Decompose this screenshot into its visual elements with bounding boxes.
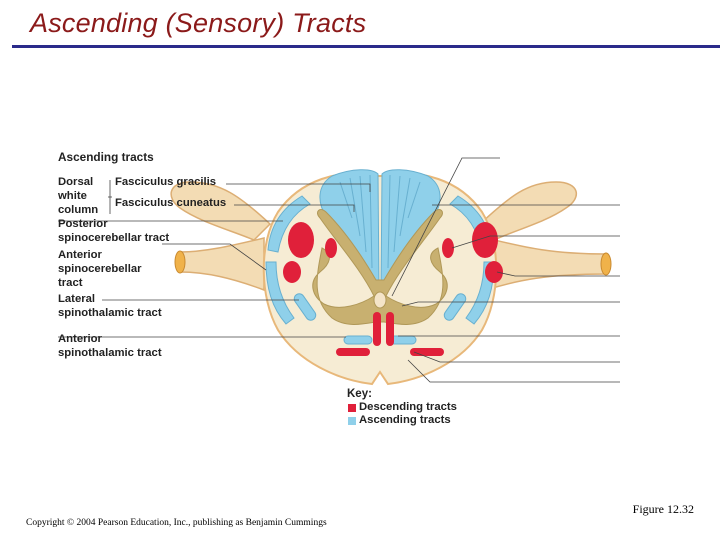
label-dorsal: Dorsal (58, 176, 94, 188)
label-lateral: Lateral (58, 293, 96, 305)
label-column: column (58, 204, 99, 216)
slide-title: Ascending (Sensory) Tracts (30, 8, 367, 38)
left-anterior-corticospinal (373, 312, 381, 346)
ascending-tracts-heading: Ascending tracts (58, 150, 154, 164)
right-vestibulospinal (442, 238, 454, 258)
right-anterior-corticospinal (386, 312, 394, 346)
left-tectospinal (336, 348, 370, 356)
right-lateral-spinothalamic (443, 293, 467, 321)
dorsal-column-striations (339, 174, 421, 269)
left-anterior-spinocerebellar (265, 261, 295, 325)
key-descending-label: Descending tracts (359, 401, 457, 413)
label-posterior: Posterior (58, 218, 108, 230)
right-leader-lines (391, 157, 620, 383)
gray-matter (312, 209, 448, 325)
label-tract: tract (58, 277, 83, 289)
left-vestibulospinal (325, 238, 337, 258)
left-anterior-spinothalamic (343, 335, 373, 345)
figure-label: Figure 12.32 (632, 502, 694, 516)
right-lateral-corticospinal (472, 222, 498, 258)
left-lateral-corticospinal (288, 222, 314, 258)
left-posterior-spinocerebellar (267, 195, 311, 253)
label-spinocerebellar: spinocerebellar (58, 263, 142, 275)
label-anterior-st: Anterior (58, 333, 102, 345)
central-canal (373, 291, 387, 309)
white-matter (262, 172, 498, 386)
label-fasciculus-gracilis: Fasciculus gracilis (115, 176, 217, 188)
key-title: Key: (347, 388, 372, 400)
label-fasciculus-cuneatus: Fasciculus cuneatus (115, 197, 227, 209)
label-posterior-spinocerebellar: spinocerebellar tract (58, 232, 170, 244)
left-leader-lines (58, 180, 371, 338)
title-underline (12, 45, 720, 48)
left-lateral-spinothalamic (293, 293, 317, 321)
copyright-notice: Copyright © 2004 Pearson Education, Inc.… (26, 518, 327, 528)
label-lateral-spinothalamic: spinothalamic tract (58, 307, 162, 319)
descending-swatch (348, 404, 356, 412)
label-anterior-sc: Anterior (58, 249, 102, 261)
label-anterior-spinothalamic: spinothalamic tract (58, 347, 162, 359)
ascending-swatch (348, 417, 356, 425)
right-nerve-root (478, 181, 612, 292)
right-rubrospinal (485, 261, 503, 283)
label-white: white (58, 190, 87, 202)
left-nerve-root (170, 181, 272, 292)
key-ascending-label: Ascending tracts (359, 414, 451, 426)
left-rubrospinal (283, 261, 301, 283)
